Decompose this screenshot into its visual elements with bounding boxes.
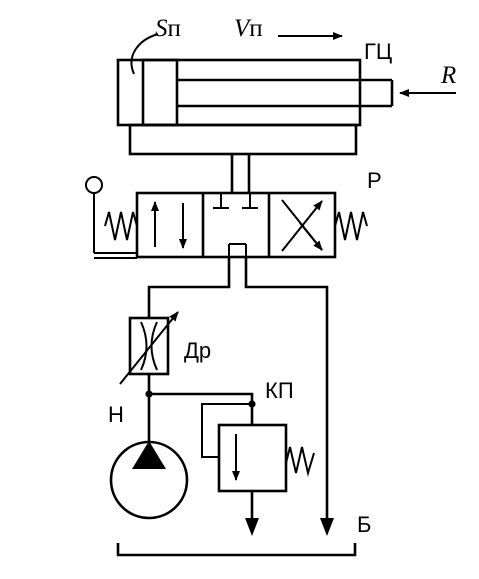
return-line xyxy=(244,257,329,520)
valve-body xyxy=(135,191,337,259)
left-spring-icon xyxy=(104,211,138,241)
cylinder-base xyxy=(128,123,358,156)
cross-arrow-down-icon xyxy=(299,222,323,251)
relief-valve-label: КП xyxy=(265,378,294,403)
cylinder-port-lines xyxy=(230,154,251,193)
throttle xyxy=(119,311,179,385)
relief-branch-line xyxy=(149,392,254,425)
hydraulic-cylinder xyxy=(116,33,394,156)
relief-valve-body xyxy=(217,423,288,493)
relief-spring-icon xyxy=(285,446,315,477)
piston-area-label: Sп xyxy=(155,15,181,42)
load-label: R xyxy=(441,62,457,89)
distributor-label: Р xyxy=(367,168,382,193)
cylinder-body xyxy=(116,58,362,127)
cylinder-label: ГЦ xyxy=(364,39,393,64)
pump xyxy=(109,440,189,520)
pressure-line xyxy=(147,257,231,318)
relief-valve xyxy=(217,423,315,493)
tank-label: Б xyxy=(357,512,372,537)
piston-speed-label: Vп xyxy=(234,15,263,42)
pump-triangle-icon xyxy=(132,441,166,469)
throttle-label: Др xyxy=(184,338,212,363)
lever-knob-icon xyxy=(85,176,103,194)
return-arrow-icon xyxy=(320,518,334,536)
right-spring-icon xyxy=(334,211,368,241)
tank xyxy=(116,543,357,557)
piston-area-leader xyxy=(130,33,159,75)
pump-label: Н xyxy=(108,402,124,427)
pilot-line xyxy=(201,403,252,458)
piston xyxy=(141,58,179,127)
adjust-arrow-icon xyxy=(119,311,179,385)
directional-valve xyxy=(85,176,368,259)
drain-arrow-icon xyxy=(245,518,259,536)
